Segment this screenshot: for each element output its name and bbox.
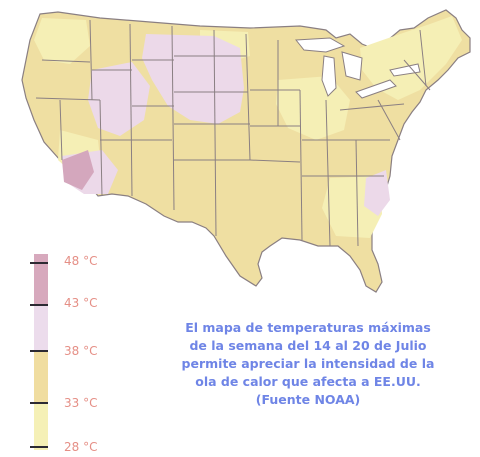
legend-tick-33 <box>30 402 48 404</box>
legend-swatch-38-43 <box>34 306 48 352</box>
temperature-map <box>21 9 471 293</box>
lake-erie <box>355 79 397 99</box>
legend-label-38: 38 °C <box>64 344 98 358</box>
legend-color-bar <box>34 254 48 450</box>
legend-tick-38 <box>30 350 48 352</box>
legend-tick-28 <box>30 446 48 448</box>
legend-swatch-above-43 <box>34 254 48 306</box>
legend-label-28: 28 °C <box>64 440 98 454</box>
light-yellow-region-northeast <box>360 16 462 100</box>
legend-tick-43 <box>30 304 48 306</box>
caption-line-2: de la semana del 14 al 20 de Julio <box>189 338 427 353</box>
lake-michigan <box>321 55 337 97</box>
legend-label-33: 33 °C <box>64 396 98 410</box>
caption-line-3: permite apreciar la intensidad de la <box>181 356 435 371</box>
caption-line-5: (Fuente NOAA) <box>255 392 361 407</box>
lake-huron <box>341 51 363 81</box>
dark-pink-region-desert <box>62 150 94 190</box>
legend-swatch-28-33 <box>34 404 48 450</box>
legend-tick-48 <box>30 262 48 264</box>
caption-line-4: ola de calor que afecta a EE.UU. <box>195 374 421 389</box>
map-caption: El mapa de temperaturas máximas de la se… <box>142 319 474 409</box>
light-yellow-region-northwest <box>34 18 90 64</box>
legend-label-43: 43 °C <box>64 296 98 310</box>
legend-swatch-33-38 <box>34 352 48 404</box>
pink-region-east <box>364 170 390 216</box>
temperature-legend: 48 °C 43 °C 38 °C 33 °C 28 °C <box>26 250 146 454</box>
state-borders <box>35 19 431 247</box>
pink-region-interior-west <box>88 62 150 136</box>
lake-superior <box>295 37 346 53</box>
caption-line-1: El mapa de temperaturas máximas <box>185 320 431 335</box>
legend-label-48: 48 °C <box>64 254 98 268</box>
